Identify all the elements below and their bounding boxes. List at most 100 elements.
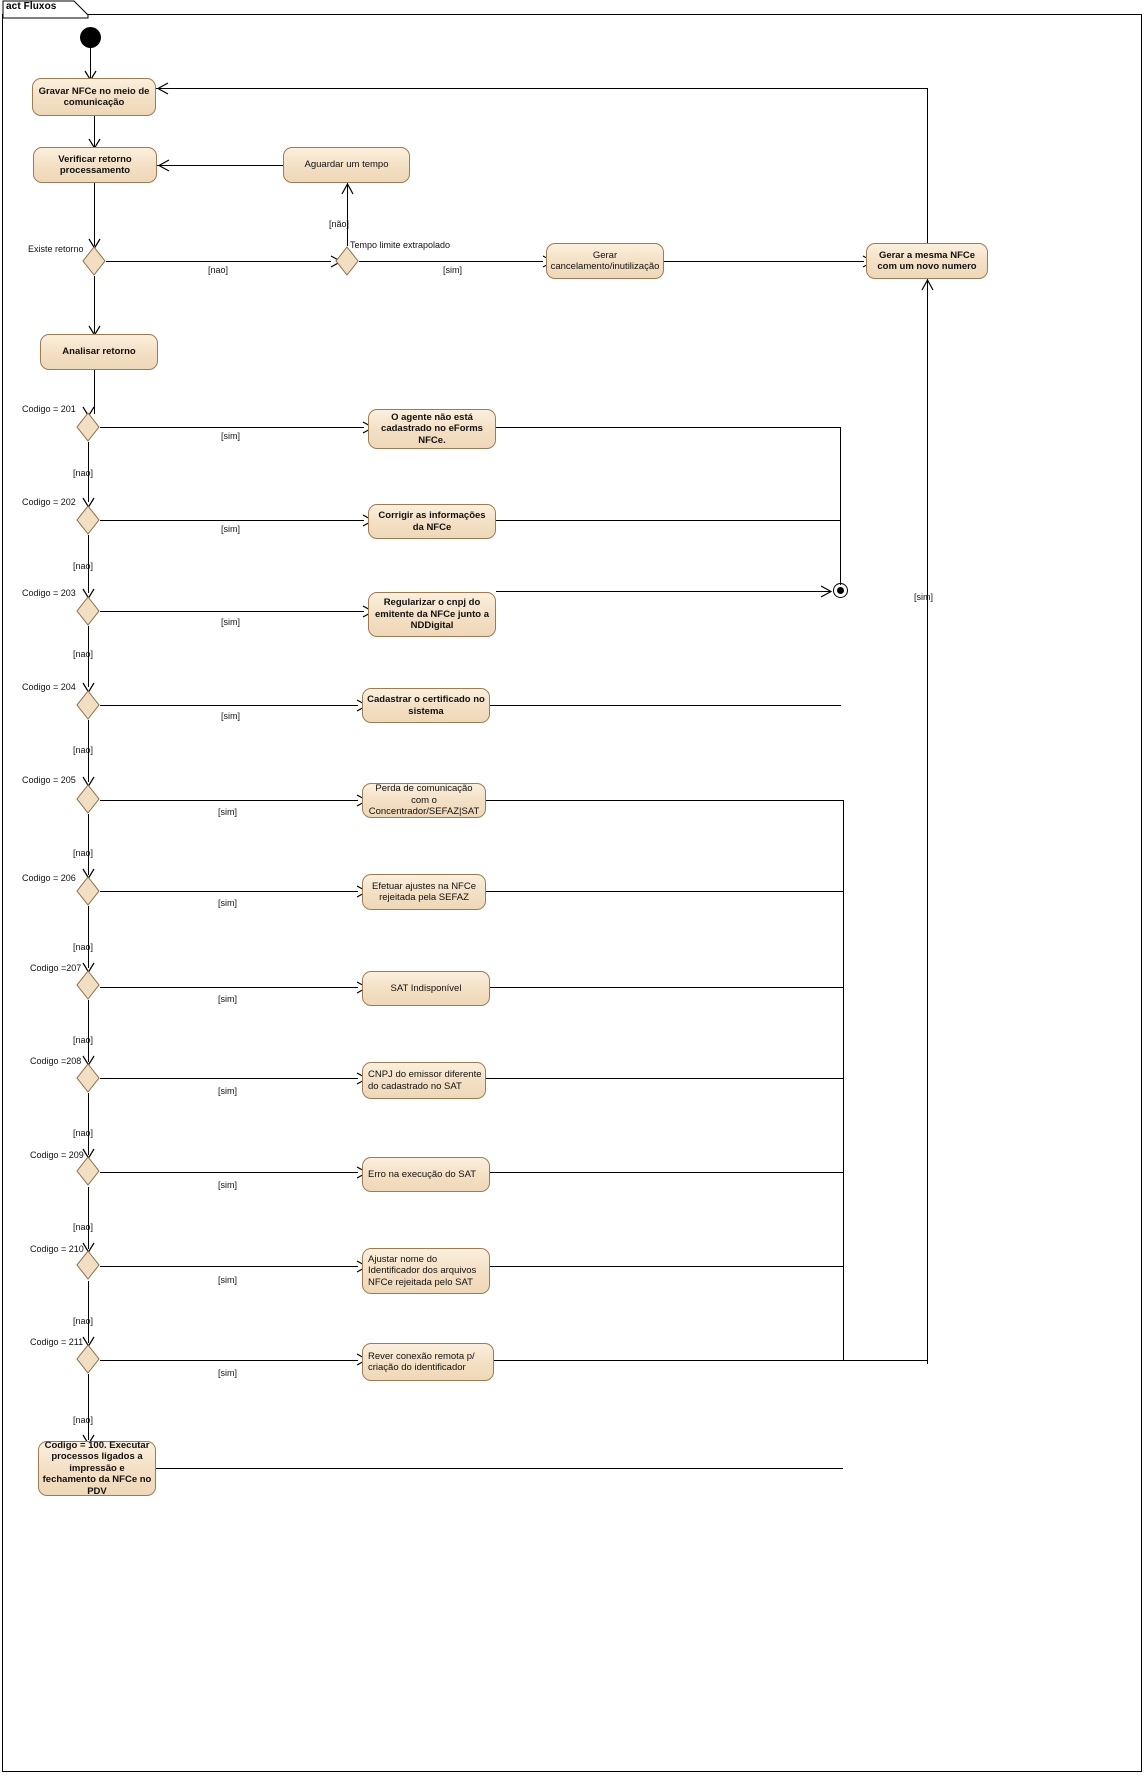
edge-a209-to-right bbox=[490, 1172, 843, 1173]
edge-201-sim bbox=[100, 427, 364, 428]
decision-codigo-209[interactable] bbox=[76, 1156, 100, 1186]
edge-211-sim bbox=[100, 1360, 358, 1361]
edge-207-sim bbox=[100, 987, 358, 988]
activity-a208[interactable]: CNPJ do emissor diferente do cadastrado … bbox=[362, 1062, 486, 1099]
decision-existe-retorno[interactable] bbox=[82, 246, 106, 276]
edge-201-to-202 bbox=[88, 442, 89, 502]
guard-nao-203: [nao] bbox=[73, 649, 94, 659]
guard-nao-211: [nao] bbox=[73, 1415, 94, 1425]
edge-a211-to-right bbox=[494, 1360, 927, 1361]
decision-codigo-201[interactable] bbox=[76, 412, 100, 442]
edge-a203-to-final bbox=[496, 591, 831, 592]
edge-205-sim bbox=[100, 800, 358, 801]
guard-nao-208: [nao] bbox=[73, 1128, 94, 1138]
decision-label-tempo-limite: Tempo limite extrapolado bbox=[350, 240, 451, 250]
activity-verificar-retorno[interactable]: Verificar retorno processamento bbox=[33, 147, 157, 183]
edge-204-to-205 bbox=[88, 720, 89, 782]
guard-nao-202: [nao] bbox=[73, 561, 94, 571]
decision-label-codigo-206: Codigo = 206 bbox=[22, 873, 76, 883]
guard-nao-201: [nao] bbox=[73, 468, 94, 478]
edge-202-sim bbox=[100, 520, 364, 521]
activity-gravar-nfce[interactable]: Gravar NFCe no meio de comunicação bbox=[32, 78, 156, 116]
decision-codigo-204[interactable] bbox=[76, 690, 100, 720]
edge-a210-to-right bbox=[490, 1266, 843, 1267]
activity-a207[interactable]: SAT Indisponível bbox=[362, 971, 490, 1006]
activity-gerar-cancelamento[interactable]: Gerar cancelamento/inutilização bbox=[546, 243, 664, 279]
arrowhead bbox=[921, 278, 934, 291]
activity-a205[interactable]: Perda de comunicação com o Concentrador/… bbox=[362, 783, 486, 818]
edge-209-to-210 bbox=[88, 1187, 89, 1249]
edge-206-to-207 bbox=[88, 906, 89, 968]
activity-a209[interactable]: Erro na execução do SAT bbox=[362, 1157, 490, 1192]
edge-initial-to-gravar bbox=[90, 48, 91, 78]
decision-codigo-206[interactable] bbox=[76, 876, 100, 906]
uml-frame bbox=[2, 14, 1142, 1772]
decision-label-codigo-207: Codigo =207 bbox=[30, 963, 82, 973]
activity-codigo-100[interactable]: Codigo = 100. Executar processos ligados… bbox=[38, 1440, 156, 1497]
edge-a208-to-right bbox=[486, 1078, 843, 1079]
guard-sim-210: [sim] bbox=[218, 1275, 237, 1285]
edge-206-sim bbox=[100, 891, 358, 892]
edge-existe-retorno-nao bbox=[106, 261, 331, 262]
guard-sim-208: [sim] bbox=[218, 1086, 237, 1096]
guard-sim-202: [sim] bbox=[221, 524, 240, 534]
decision-codigo-207[interactable] bbox=[76, 970, 100, 1000]
activity-a201[interactable]: O agente não está cadastrado no eForms N… bbox=[368, 409, 496, 449]
edge-208-to-209 bbox=[88, 1093, 89, 1155]
edge-a207-to-right bbox=[490, 987, 843, 988]
edge-203-to-204 bbox=[88, 626, 89, 687]
frame-title: act Fluxos bbox=[6, 1, 57, 12]
guard-nao-205: [nao] bbox=[73, 848, 94, 858]
edge-202-to-203 bbox=[88, 535, 89, 593]
activity-a203[interactable]: Regularizar o cnpj do emitente da NFCe j… bbox=[368, 592, 496, 637]
decision-label-codigo-205: Codigo = 205 bbox=[22, 775, 76, 785]
guard-nao-210: [nao] bbox=[73, 1316, 94, 1326]
edge-210-to-211 bbox=[88, 1281, 89, 1343]
edge-gerar-mesma-to-gravar-h bbox=[156, 88, 928, 89]
activity-a206[interactable]: Efetuar ajustes na NFCe rejeitada pela S… bbox=[362, 874, 486, 910]
guard-nao-207: [nao] bbox=[73, 1035, 94, 1045]
guard-nao-204: [nao] bbox=[73, 745, 94, 755]
guard-sim-206: [sim] bbox=[218, 898, 237, 908]
guard-sim-209: [sim] bbox=[218, 1180, 237, 1190]
edge-209-sim bbox=[100, 1172, 358, 1173]
activity-gerar-mesma-nfce[interactable]: Gerar a mesma NFCe com um novo numero bbox=[866, 243, 988, 279]
activity-final-node bbox=[833, 583, 848, 598]
activity-analisar-retorno[interactable]: Analisar retorno bbox=[40, 334, 158, 370]
guard-nao-accent: [não] bbox=[329, 219, 350, 229]
decision-label-codigo-210: Codigo = 210 bbox=[30, 1244, 84, 1254]
decision-tempo-limite[interactable] bbox=[335, 246, 359, 276]
decision-codigo-205[interactable] bbox=[76, 784, 100, 814]
edge-205-to-206 bbox=[88, 814, 89, 875]
decision-codigo-203[interactable] bbox=[76, 596, 100, 626]
guard-sim-201: [sim] bbox=[221, 431, 240, 441]
activity-aguardar-tempo[interactable]: Aguardar um tempo bbox=[283, 147, 410, 183]
edge-a205-right-v bbox=[843, 800, 844, 1360]
decision-codigo-210[interactable] bbox=[76, 1250, 100, 1280]
activity-a210[interactable]: Ajustar nome do Identificador dos arquiv… bbox=[362, 1248, 490, 1294]
guard-sim-205: [sim] bbox=[218, 807, 237, 817]
edge-a205-to-right bbox=[486, 800, 843, 801]
guard-nao: [nao] bbox=[208, 265, 229, 275]
decision-codigo-208[interactable] bbox=[76, 1063, 100, 1093]
guard-nao-206: [nao] bbox=[73, 942, 94, 952]
guard-sim-204: [sim] bbox=[221, 711, 240, 721]
edge-return-to-gerar-mesma-v bbox=[927, 279, 928, 1364]
decision-codigo-211[interactable] bbox=[76, 1344, 100, 1374]
initial-node bbox=[80, 27, 101, 48]
edge-a202-to-final bbox=[496, 520, 841, 521]
activity-a211[interactable]: Rever conexão remota p/ criação do ident… bbox=[362, 1343, 494, 1381]
decision-codigo-202[interactable] bbox=[76, 505, 100, 535]
guard-sim-207: [sim] bbox=[218, 994, 237, 1004]
activity-a202[interactable]: Corrigir as informações da NFCe bbox=[368, 504, 496, 539]
decision-label-codigo-209: Codigo = 209 bbox=[30, 1150, 84, 1160]
edge-gravar-to-verificar bbox=[94, 116, 95, 147]
edge-tempo-limite-nao bbox=[347, 183, 348, 246]
edge-verificar-to-existe-retorno bbox=[94, 183, 95, 246]
edge-existe-retorno-to-analisar bbox=[94, 276, 95, 333]
edge-a201-to-final bbox=[496, 427, 841, 428]
activity-a204[interactable]: Cadastrar o certificado no sistema bbox=[362, 688, 490, 723]
decision-label-codigo-203: Codigo = 203 bbox=[22, 588, 76, 598]
edge-a201-to-final-v bbox=[840, 427, 841, 585]
